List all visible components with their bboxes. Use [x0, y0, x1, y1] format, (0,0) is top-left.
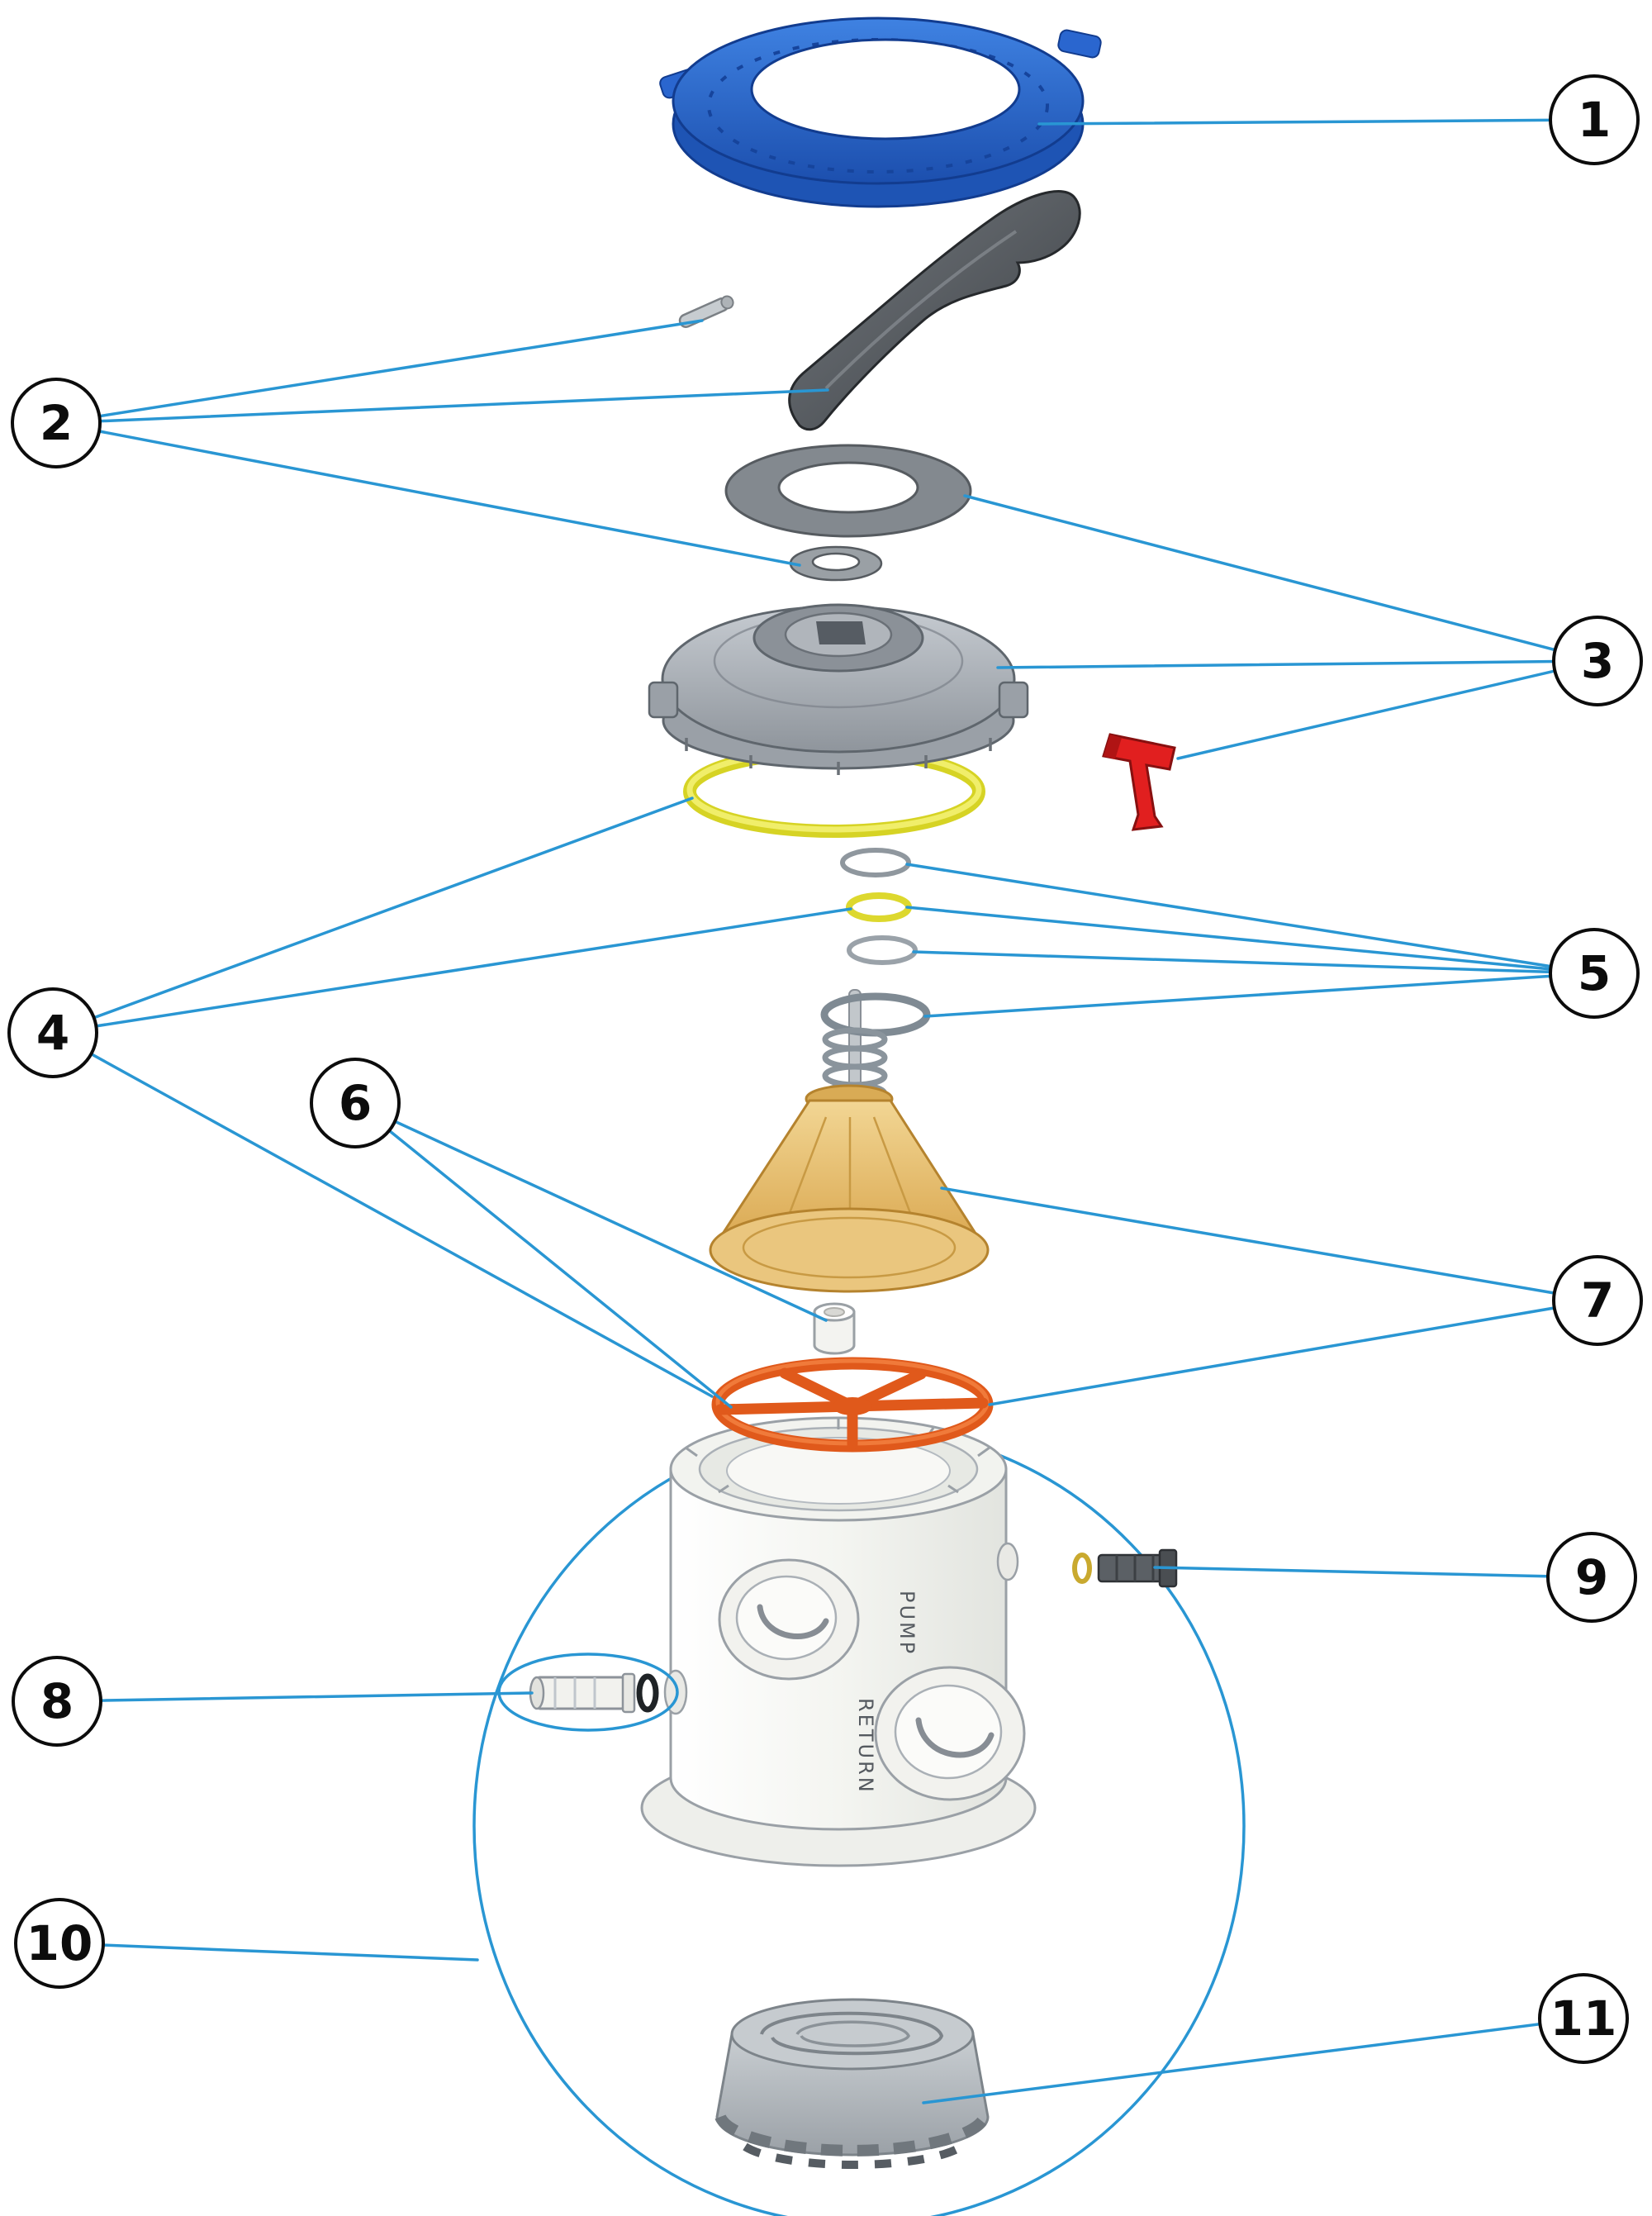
bushing	[813, 1302, 856, 1355]
pump-port-label: PUMP	[895, 1591, 919, 1656]
bottom-diffuser	[714, 1998, 990, 2169]
callout-2: 2	[11, 378, 102, 468]
handle-pin	[678, 295, 734, 328]
spring-collar	[820, 992, 931, 1037]
clamp-ring	[659, 17, 1102, 208]
fitting-washer	[1072, 1553, 1092, 1584]
callout-4: 4	[7, 987, 98, 1078]
callout-6: 6	[310, 1058, 401, 1148]
callout-1: 1	[1549, 74, 1640, 165]
callout-7: 7	[1552, 1255, 1643, 1346]
washer-large	[724, 444, 972, 538]
valve-cover	[648, 603, 1029, 775]
valve-body: PUMP RETURN	[640, 1416, 1037, 1867]
lock-lever	[1102, 733, 1176, 831]
callout-5: 5	[1549, 928, 1640, 1019]
return-port-label: RETURN	[854, 1698, 877, 1795]
diffuser-cone	[709, 989, 990, 1293]
callout-3: 3	[1552, 616, 1643, 706]
side-fitting	[1072, 1548, 1178, 1588]
callout-11: 11	[1538, 1973, 1629, 2064]
washer-small	[789, 545, 883, 582]
small-o-ring-yellow	[846, 892, 912, 922]
handle	[788, 190, 1081, 431]
callout-10: 10	[14, 1898, 105, 1989]
spider-gasket	[711, 1357, 994, 1453]
callout-9: 9	[1546, 1532, 1637, 1623]
callout-8: 8	[12, 1656, 102, 1747]
drain-plug-o-ring	[636, 1673, 659, 1713]
drain-plug	[497, 1652, 679, 1732]
leader-lines	[51, 118, 1599, 2104]
small-o-rings	[840, 848, 918, 965]
